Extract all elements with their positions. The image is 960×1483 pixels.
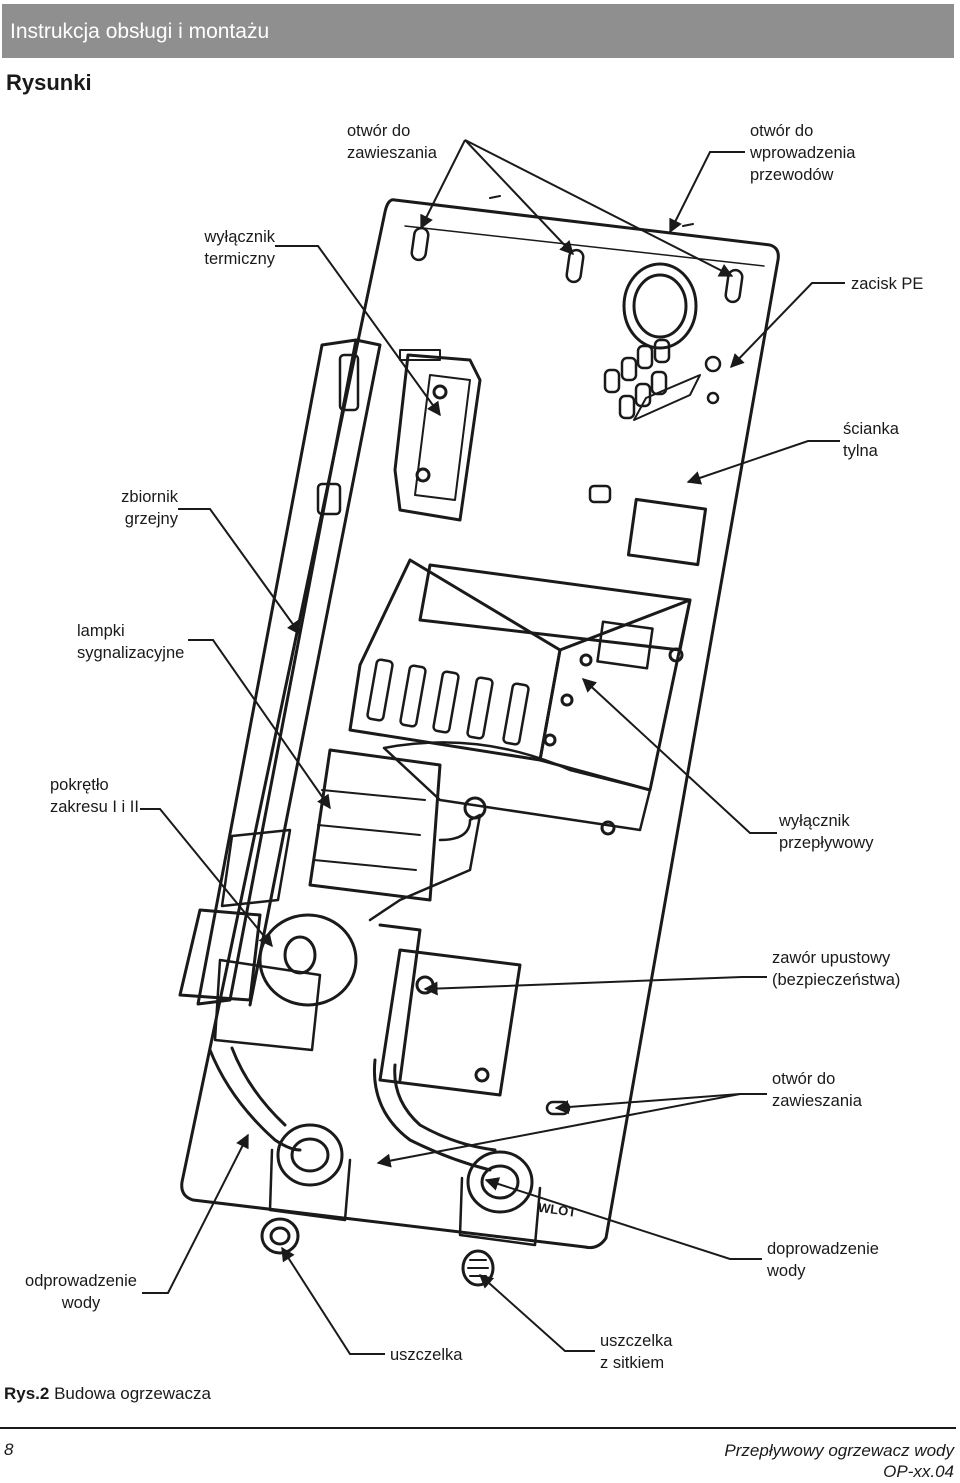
label-gasket: uszczelka	[390, 1346, 463, 1364]
inlet-marking: WLOT	[537, 1200, 577, 1220]
water-pipes	[208, 1046, 497, 1172]
label-hang-hole-bottom: otwór do zawieszania	[772, 1070, 862, 1110]
label-tank: zbiornik grzejny	[121, 488, 178, 528]
cable-entry-grommet	[622, 262, 698, 350]
label-water-inlet: doprowadzenie wody	[767, 1240, 879, 1280]
back-wall-plate	[180, 198, 780, 1250]
footer-product-code: OP-xx.04	[883, 1462, 954, 1481]
leader-lines	[140, 139, 845, 1355]
loose-gaskets	[260, 1217, 495, 1287]
label-range-knob: pokrętło zakresu I i II	[50, 776, 139, 816]
header-bar: Instrukcja obsługi i montażu	[2, 4, 954, 58]
figure-caption: Rys.2 Budowa ogrzewacza	[4, 1384, 211, 1404]
relief-valve-block	[378, 923, 522, 1097]
thermal-switch-housing	[393, 349, 482, 522]
terminal-block	[603, 338, 722, 421]
header-title: Instrukcja obsługi i montażu	[10, 20, 270, 43]
label-cable-entry: otwór do wprowadzenia przewodów	[750, 122, 856, 184]
outlet-fitting	[268, 1123, 352, 1222]
rating-plate	[626, 497, 708, 567]
signal-lamps	[366, 658, 530, 746]
label-back-wall: ścianka tylna	[843, 420, 899, 460]
footer-divider	[0, 1427, 956, 1429]
label-hang-hole-top: otwór do zawieszania	[347, 122, 437, 162]
flow-switch-assembly	[348, 558, 692, 836]
label-pe-terminal: zacisk PE	[851, 275, 924, 293]
label-lamps: lampki sygnalizacyjne	[77, 622, 185, 662]
caption-text: Budowa ogrzewacza	[49, 1384, 211, 1403]
caption-prefix: Rys.2	[4, 1384, 50, 1403]
inlet-fitting	[458, 1150, 542, 1247]
page-number: 8	[4, 1440, 14, 1459]
label-water-outlet: odprowadzenie wody	[25, 1272, 137, 1312]
label-thermal-switch: wyłącznik termiczny	[204, 228, 275, 268]
label-relief-valve: zawór upustowy (bezpieczeństwa)	[772, 949, 901, 989]
range-knob	[178, 908, 358, 1052]
label-gasket-strainer: uszczelka z sitkiem	[600, 1332, 673, 1372]
range-switch-contacts	[308, 748, 487, 922]
footer-product-title: Przepływowy ogrzewacz wody	[724, 1441, 954, 1460]
label-flow-switch: wyłącznik przepływowy	[779, 812, 874, 852]
section-title: Rysunki	[6, 70, 92, 95]
hang-slots-top	[410, 195, 744, 304]
